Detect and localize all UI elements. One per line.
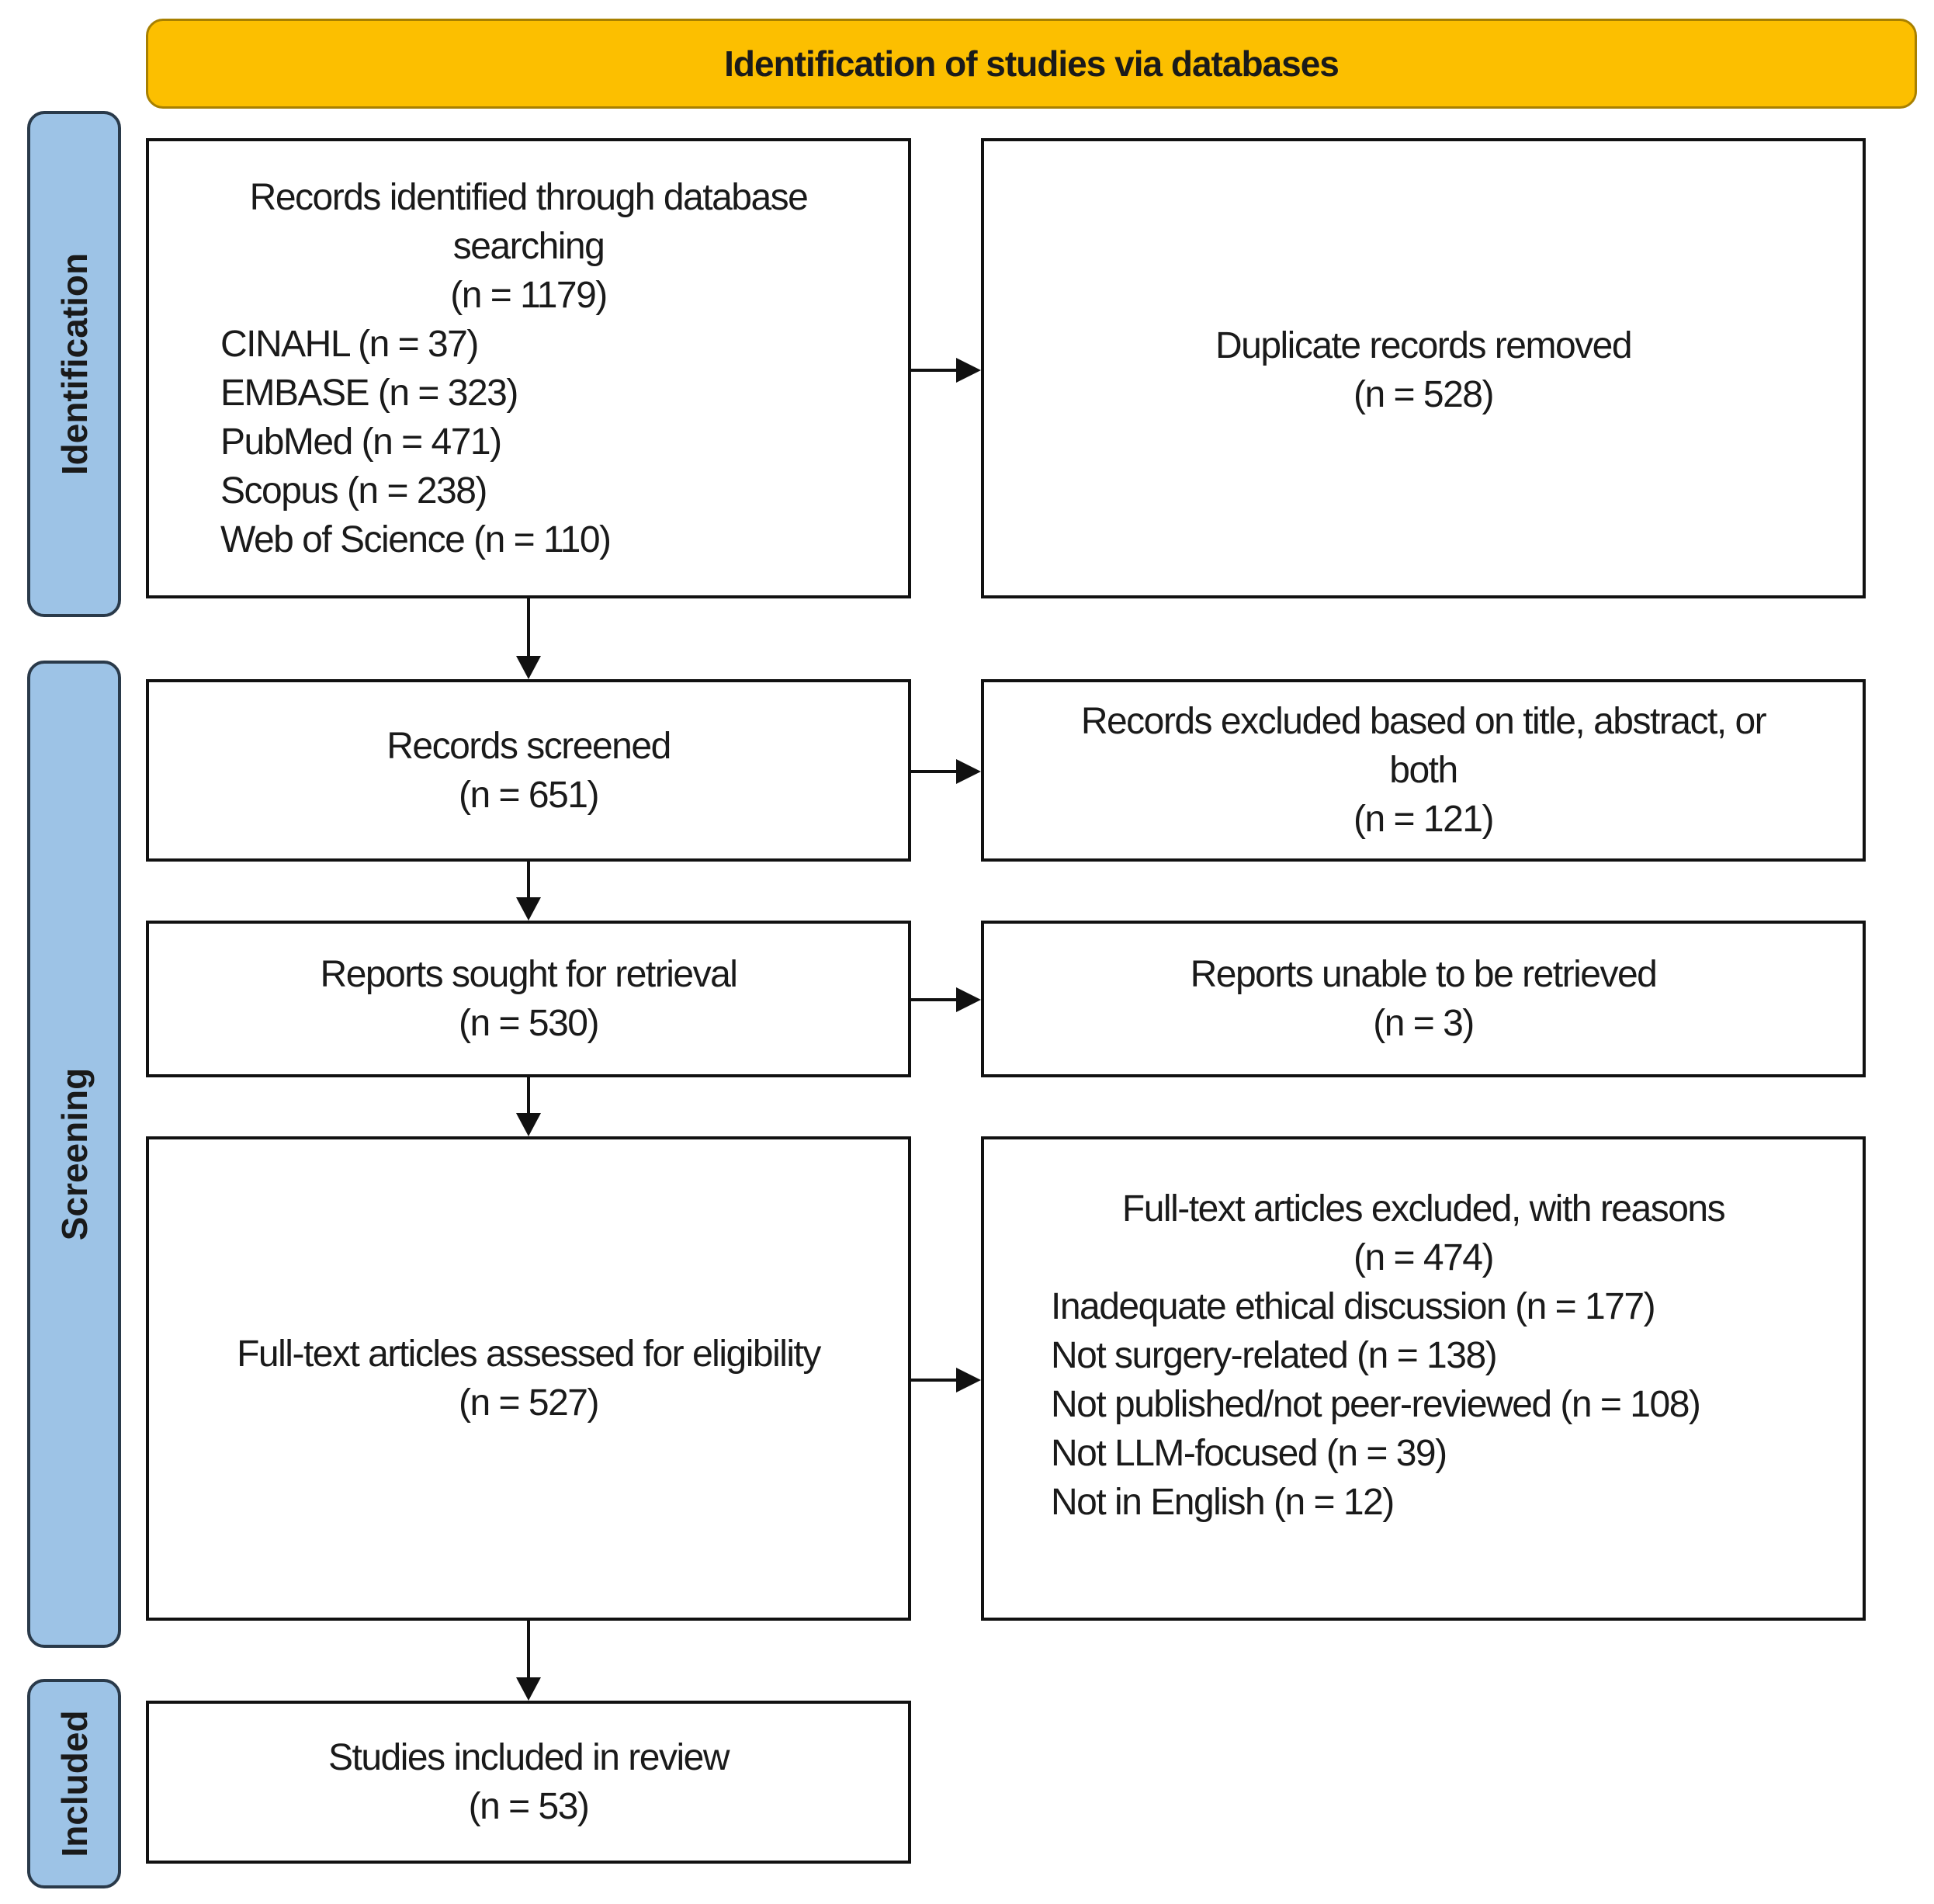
- arrow-down-icon: [516, 1113, 541, 1136]
- eligibility-label: Full-text articles assessed for eligibil…: [237, 1333, 821, 1375]
- reason-english: Not in English (n = 12): [1051, 1482, 1395, 1523]
- studies-included-box: Studies included in review (n = 53): [146, 1701, 911, 1864]
- eligibility-box: Full-text articles assessed for eligibil…: [146, 1136, 911, 1621]
- duplicates-label: Duplicate records removed: [1215, 325, 1633, 366]
- arrow-right-icon: [956, 759, 981, 784]
- excluded-line1: Records excluded based on title, abstrac…: [1080, 701, 1767, 742]
- records-screened-box: Records screened (n = 651): [146, 679, 911, 862]
- records-identified-line2: searching: [452, 225, 605, 267]
- reports-not-retrieved-box: Reports unable to be retrieved (n = 3): [981, 921, 1866, 1077]
- retrieval-label: Reports sought for retrieval: [320, 954, 738, 995]
- arrow-line: [527, 598, 530, 657]
- screened-label: Records screened: [386, 725, 671, 767]
- arrow-line: [527, 862, 530, 899]
- eligibility-count: (n = 527): [459, 1382, 599, 1424]
- excluded-count: (n = 121): [1353, 799, 1494, 840]
- duplicates-count: (n = 528): [1353, 374, 1494, 415]
- arrow-line: [911, 998, 958, 1001]
- included-label: Studies included in review: [328, 1737, 730, 1778]
- reason-ethical: Inadequate ethical discussion (n = 177): [1051, 1286, 1656, 1327]
- arrow-line: [911, 770, 958, 773]
- source-embase: EMBASE (n = 323): [220, 372, 518, 414]
- source-web-of-science: Web of Science (n = 110): [220, 518, 612, 560]
- source-pubmed: PubMed (n = 471): [220, 421, 502, 463]
- reason-llm: Not LLM-focused (n = 39): [1051, 1433, 1447, 1474]
- not-retrieved-label: Reports unable to be retrieved: [1190, 954, 1658, 995]
- arrow-line: [527, 1621, 530, 1679]
- records-identified-count: (n = 1179): [450, 274, 608, 316]
- arrow-down-icon: [516, 1677, 541, 1701]
- stage-screening: Screening: [27, 661, 121, 1648]
- stage-label: Screening: [54, 1067, 95, 1241]
- arrow-line: [911, 1379, 958, 1382]
- stage-label: Included: [54, 1710, 95, 1857]
- excluded-line2: both: [1389, 750, 1458, 791]
- stage-identification: Identification: [27, 111, 121, 617]
- records-identified-box: Records identified through database sear…: [146, 138, 911, 598]
- arrow-right-icon: [956, 987, 981, 1012]
- source-scopus: Scopus (n = 238): [220, 470, 487, 512]
- fulltext-excluded-label: Full-text articles excluded, with reason…: [1121, 1188, 1726, 1229]
- arrow-line: [911, 369, 958, 372]
- arrow-line: [527, 1077, 530, 1115]
- arrow-down-icon: [516, 897, 541, 921]
- arrow-right-icon: [956, 358, 981, 383]
- arrow-down-icon: [516, 656, 541, 679]
- duplicates-removed-box: Duplicate records removed (n = 528): [981, 138, 1866, 598]
- header-identification-banner: Identification of studies via databases: [146, 19, 1917, 109]
- arrow-right-icon: [956, 1368, 981, 1392]
- header-title: Identification of studies via databases: [724, 43, 1340, 84]
- stage-included: Included: [27, 1679, 121, 1888]
- records-excluded-box: Records excluded based on title, abstrac…: [981, 679, 1866, 862]
- retrieval-count: (n = 530): [459, 1003, 599, 1044]
- fulltext-excluded-box: Full-text articles excluded, with reason…: [981, 1136, 1866, 1621]
- included-count: (n = 53): [468, 1786, 590, 1827]
- screened-count: (n = 651): [459, 774, 599, 816]
- reason-surgery: Not surgery-related (n = 138): [1051, 1335, 1498, 1376]
- source-cinahl: CINAHL (n = 37): [220, 323, 479, 365]
- not-retrieved-count: (n = 3): [1373, 1003, 1475, 1044]
- reason-published: Not published/not peer-reviewed (n = 108…: [1051, 1384, 1701, 1425]
- records-identified-line1: Records identified through database: [249, 176, 809, 218]
- fulltext-excluded-count: (n = 474): [1353, 1237, 1494, 1278]
- stage-label: Identification: [54, 252, 95, 476]
- reports-sought-box: Reports sought for retrieval (n = 530): [146, 921, 911, 1077]
